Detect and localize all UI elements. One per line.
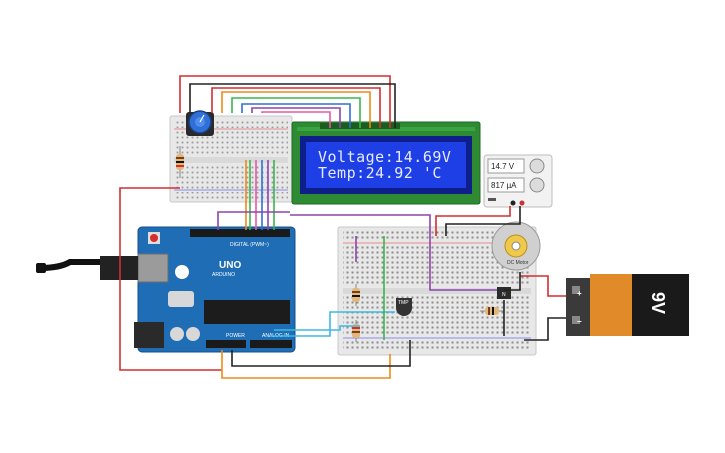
resistor-2[interactable]	[352, 320, 360, 342]
resistor-3[interactable]	[480, 307, 504, 315]
power-supply-voltage: 14.7 V	[491, 162, 515, 171]
arduino-uno[interactable]: ARDUINO UNO DIGITAL (PWM~) POWER ANALOG …	[134, 226, 296, 353]
arduino-brand: ARDUINO	[212, 272, 235, 278]
power-supply[interactable]: 14.7 V 817 µA	[483, 154, 553, 208]
dc-motor[interactable]: DC Motor	[491, 221, 541, 271]
usb-cable[interactable]	[36, 256, 138, 280]
dc-motor-label: DC Motor	[507, 260, 529, 266]
resistor-1[interactable]	[352, 284, 360, 306]
current-knob[interactable]	[529, 177, 545, 193]
power-supply-current: 817 µA	[491, 181, 517, 190]
resistor-small-board[interactable]	[176, 146, 184, 178]
wires[interactable]	[119, 75, 566, 379]
transistor[interactable]: N	[497, 287, 511, 299]
arduino-model: UNO	[219, 260, 241, 271]
battery-label: 9V	[648, 292, 668, 314]
sensor-label: TMP	[398, 300, 409, 306]
transistor-label: N	[502, 292, 506, 298]
arduino-digital-label: DIGITAL (PWM~)	[230, 242, 269, 248]
battery-plus: +	[577, 289, 582, 298]
lcd-line-1: Voltage:14.69V	[318, 148, 451, 166]
breadboard-main[interactable]	[337, 226, 537, 356]
lcd-line-2: Temp:24.92 'C	[318, 164, 442, 182]
battery-9v[interactable]: + − 9V	[566, 274, 689, 336]
battery-minus: −	[577, 317, 582, 326]
arduino-power-label: POWER	[226, 333, 245, 339]
potentiometer[interactable]	[186, 110, 214, 136]
temperature-sensor[interactable]: TMP	[396, 298, 412, 316]
lcd-display[interactable]: Voltage:14.69V Temp:24.92 'C	[291, 121, 481, 205]
voltage-knob[interactable]	[529, 158, 545, 174]
breadboard-small[interactable]	[169, 115, 293, 203]
